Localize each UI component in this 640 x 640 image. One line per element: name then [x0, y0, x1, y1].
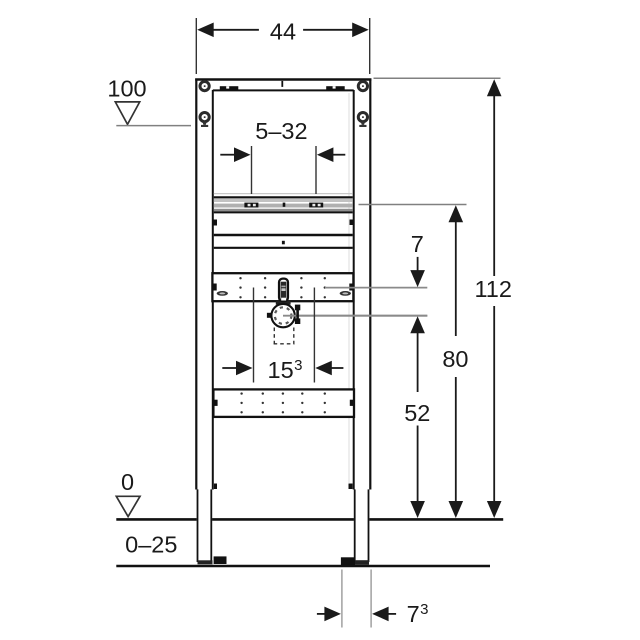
- svg-text:52: 52: [404, 400, 430, 426]
- svg-text:44: 44: [270, 19, 296, 45]
- svg-text:100: 100: [107, 75, 146, 101]
- svg-text:7: 7: [411, 231, 424, 257]
- svg-text:0–25: 0–25: [125, 532, 177, 558]
- svg-text:0: 0: [121, 469, 134, 495]
- svg-text:80: 80: [442, 346, 468, 372]
- svg-text:112: 112: [474, 276, 511, 302]
- svg-text:5–32: 5–32: [255, 118, 307, 144]
